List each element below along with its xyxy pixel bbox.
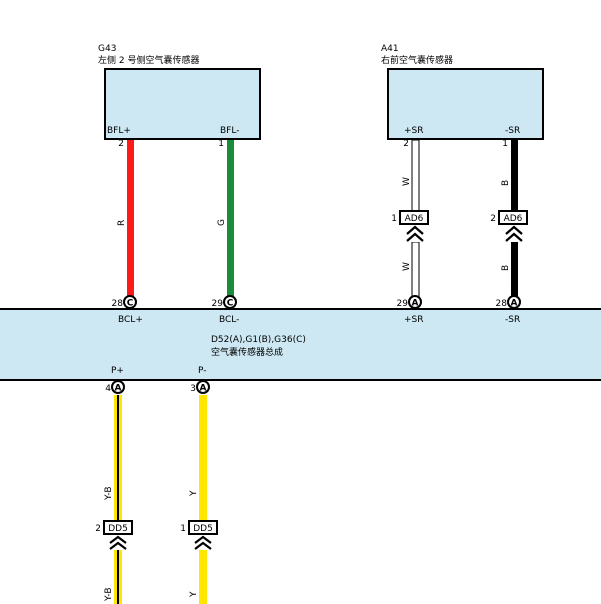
assembly-pin-conn-29a: A (412, 299, 419, 309)
assembly-pin-num-4a: 4 (105, 384, 111, 394)
double-chevron-up-icon (505, 225, 523, 242)
assembly-pin-label-sr-plus: +SR (404, 315, 424, 325)
wire-black-upper (511, 140, 518, 211)
a41-sensor-box (387, 68, 544, 140)
double-chevron-up-icon (406, 225, 424, 242)
inline-connector-ad6-pin2: 2 AD6 (490, 210, 528, 242)
g43-pin-num-2: 2 (118, 139, 124, 149)
airbag-sensor-assembly-box (0, 308, 601, 381)
connector-circle-icon (123, 295, 137, 309)
a41-code: A41 (381, 44, 399, 54)
wire-green (227, 140, 234, 298)
inline-connector-code: AD6 (405, 214, 424, 224)
wire-yellow-lower (199, 550, 207, 604)
assembly-pin-28c: 28 C (112, 295, 137, 309)
assembly-pin-29c: 29 C (212, 295, 237, 309)
wire-yellow-black-label-lower: Y-B (104, 587, 114, 602)
assembly-pin-label-bcl-minus: BCL- (219, 315, 239, 325)
wire-white-label-lower: W (402, 262, 412, 271)
wire-green-label: G (217, 219, 227, 226)
assembly-pin-label-p-plus: P+ (111, 366, 124, 376)
assembly-pin-num-28c: 28 (112, 299, 124, 309)
wire-yellow-upper (199, 395, 207, 521)
inline-connector-code: DD5 (108, 524, 128, 534)
assembly-pin-4a: 4 A (105, 380, 125, 394)
double-chevron-up-icon (194, 535, 212, 550)
wire-yellow-label-lower: Y (189, 591, 199, 598)
assembly-pin-num-28a: 28 (496, 299, 508, 309)
inline-connector-box (103, 520, 133, 535)
inline-connector-pin: 2 (490, 214, 496, 224)
g43-sensor-box (104, 68, 261, 140)
wire-white-label-upper: W (402, 177, 412, 186)
wire-yellow-black-stripe-lower (117, 550, 119, 604)
double-chevron-up-icon (109, 535, 127, 550)
assembly-pin-conn-3a: A (200, 384, 207, 394)
wire-yellow-black-stripe-upper (117, 395, 119, 521)
g43-pin-label-bfl-plus: BFL+ (107, 126, 131, 136)
a41-pin-num-1: 1 (502, 139, 508, 149)
inline-connector-pin: 1 (391, 214, 397, 224)
inline-connector-box (188, 520, 218, 535)
inline-connector-code: AD6 (504, 214, 523, 224)
inline-connector-pin: 2 (95, 524, 101, 534)
inline-connector-box (498, 210, 528, 225)
assembly-pin-label-bcl-plus: BCL+ (118, 315, 143, 325)
wire-white-upper (411, 139, 420, 212)
inline-connector-box (399, 210, 429, 225)
g43-code: G43 (98, 44, 116, 54)
a41-pin-label-sr-minus: -SR (505, 126, 520, 136)
connector-circle-icon (196, 380, 210, 394)
a41-pin-num-2: 2 (403, 139, 409, 149)
assembly-pin-num-3a: 3 (190, 384, 196, 394)
inline-connector-dd5-pin2: 2 DD5 (95, 520, 133, 550)
wire-yellow-label-upper: Y (189, 490, 199, 497)
connector-circle-icon (223, 295, 237, 309)
inline-connector-dd5-pin1: 1 DD5 (180, 520, 218, 550)
connector-circle-icon (408, 295, 422, 309)
connector-circle-icon (507, 295, 521, 309)
assembly-pin-conn-28c: C (127, 299, 134, 309)
assembly-code: D52(A),G1(B),G36(C) (211, 335, 306, 345)
assembly-pin-conn-4a: A (115, 384, 122, 394)
g43-name: 左侧 2 号侧空气囊传感器 (98, 54, 199, 66)
wire-black-lower (511, 242, 518, 297)
wire-yellow-black-label-upper: Y-B (104, 486, 114, 501)
assembly-pin-num-29a: 29 (397, 299, 409, 309)
g43-pin-num-1: 1 (218, 139, 224, 149)
a41-name: 右前空气囊传感器 (381, 54, 453, 66)
assembly-pin-num-29c: 29 (212, 299, 224, 309)
assembly-pin-28a: 28 A (496, 295, 521, 309)
wire-white-lower (411, 241, 420, 298)
inline-connector-pin: 1 (180, 524, 186, 534)
assembly-pin-3a: 3 A (190, 380, 210, 394)
assembly-pin-conn-28a: A (511, 299, 518, 309)
connector-circle-icon (111, 380, 125, 394)
a41-pin-label-sr-plus: +SR (404, 126, 424, 136)
inline-connector-ad6-pin1: 1 AD6 (391, 210, 429, 242)
assembly-pin-29a: 29 A (397, 295, 422, 309)
assembly-pin-conn-29c: C (227, 299, 234, 309)
wire-red (127, 140, 134, 298)
wire-black-label-lower: B (501, 265, 511, 271)
assembly-name: 空气囊传感器总成 (211, 346, 283, 358)
assembly-pin-label-p-minus: P- (198, 366, 206, 376)
g43-pin-label-bfl-minus: BFL- (220, 126, 239, 136)
inline-connector-code: DD5 (193, 524, 213, 534)
wire-black-label-upper: B (501, 180, 511, 186)
assembly-pin-label-sr-minus: -SR (505, 315, 520, 325)
wire-red-label: R (117, 220, 127, 226)
